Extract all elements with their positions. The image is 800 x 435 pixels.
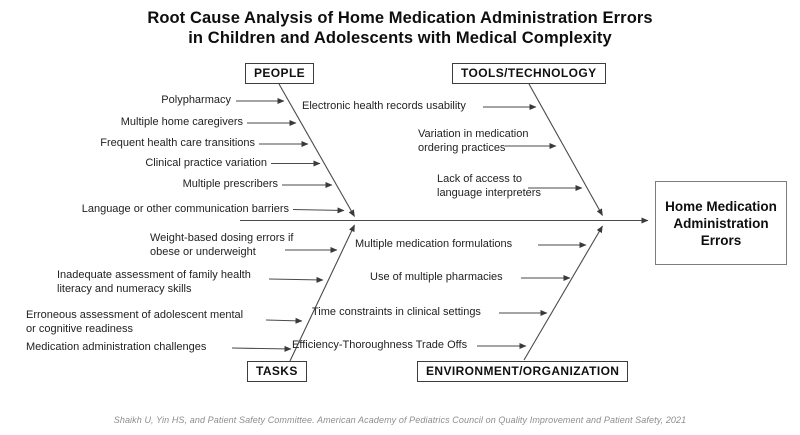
cause-label: Electronic health records usability: [302, 100, 466, 112]
category-box-tools-technology: TOOLS/TECHNOLOGY: [452, 63, 606, 84]
effect-box: Home Medication Administration Errors: [655, 181, 787, 265]
cause-label: Multiple home caregivers: [120, 116, 243, 128]
cause-label: Inadequate assessment of family health l…: [57, 269, 251, 295]
cause-label: Clinical practice variation: [145, 157, 267, 169]
cause-arrow: [292, 207, 345, 214]
cause-label: Use of multiple pharmacies: [370, 271, 503, 283]
cause-label: Lack of access to language interpreters: [437, 173, 541, 199]
cause-label: Erroneous assessment of adolescent menta…: [26, 309, 244, 335]
diagram-title-line1: Root Cause Analysis of Home Medication A…: [147, 9, 653, 27]
category-box-environment-organization: ENVIRONMENT/ORGANIZATION: [417, 361, 629, 382]
cause-label: Language or other communication barriers: [81, 203, 289, 215]
diagram-title: Root Cause Analysis of Home Medication A…: [0, 8, 800, 48]
tasks-bone: [289, 224, 355, 362]
tools-bone: [528, 83, 603, 216]
people-bone: [278, 83, 355, 217]
category-box-people: PEOPLE: [245, 63, 315, 84]
cause-label: Frequent health care transitions: [100, 137, 255, 149]
diagram-title-line2: in Children and Adolescents with Medical…: [188, 29, 612, 47]
cause-arrow: [231, 345, 292, 352]
cause-label: Multiple prescribers: [182, 178, 278, 190]
cause-label: Time constraints in clinical settings: [312, 306, 481, 318]
cause-arrow: [265, 317, 303, 324]
environment-bone: [523, 225, 603, 361]
cause-label: Medication administration challenges: [26, 341, 207, 353]
cause-label: Variation in medication ordering practic…: [418, 128, 529, 154]
cause-arrow: [268, 276, 324, 283]
cause-label: Polypharmacy: [161, 94, 231, 106]
citation-text: Shaikh U, Yin HS, and Patient Safety Com…: [113, 415, 687, 425]
cause-label: Multiple medication formulations: [355, 238, 513, 250]
cause-label: Weight-based dosing errors if obese or u…: [150, 232, 294, 258]
cause-label: Efficiency-Thoroughness Trade Offs: [292, 339, 468, 351]
category-box-tasks: TASKS: [247, 361, 307, 382]
